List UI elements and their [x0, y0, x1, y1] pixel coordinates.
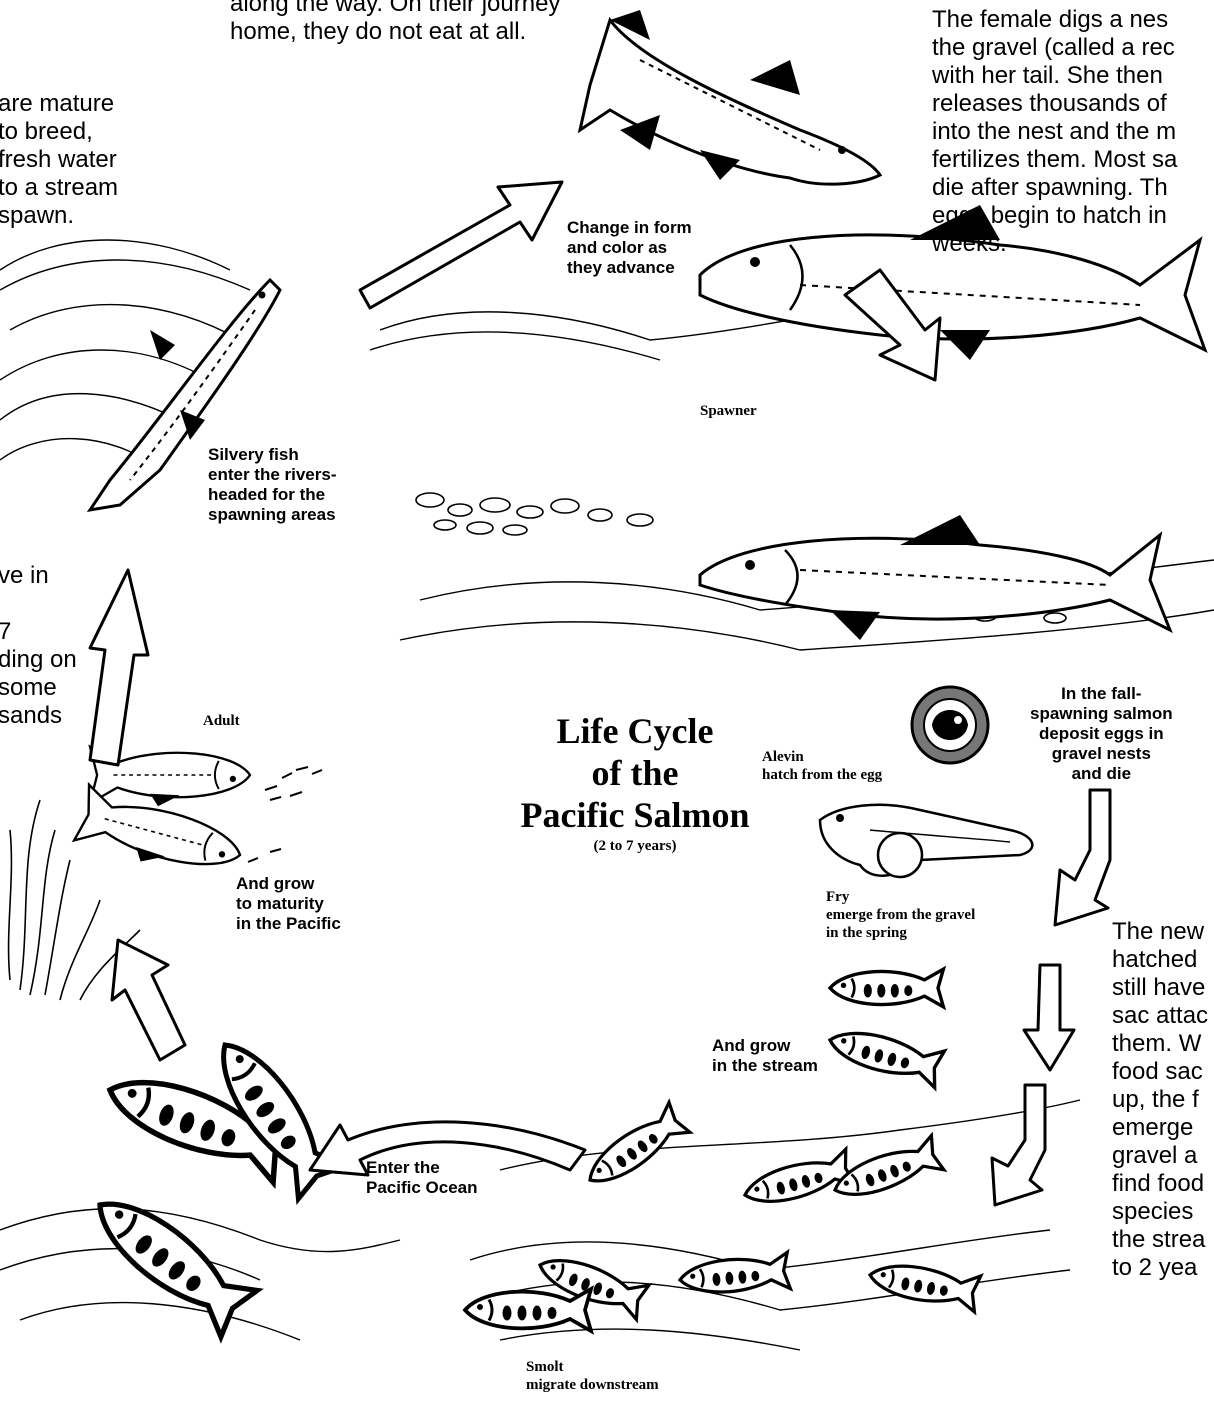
stage-label-enter-ocean: Enter the Pacific Ocean — [366, 1158, 478, 1198]
stage-label-smolt: Smolt migrate downstream — [526, 1358, 659, 1394]
label-line: Smolt — [526, 1359, 564, 1375]
narrative-line: are mature — [0, 90, 114, 117]
narrative-line: the gravel (called a rec — [932, 34, 1175, 61]
narrative-line: still have — [1112, 974, 1205, 1001]
narrative-top-right: The female digs a nes the gravel (called… — [932, 6, 1177, 258]
stage-label-spawner: Spawner — [700, 402, 757, 420]
narrative-line: them. W — [1112, 1030, 1201, 1057]
label-line: spawning areas — [208, 505, 336, 524]
narrative-line: ve in — [0, 562, 49, 589]
stage-label-change-form: Change in form and color as they advance — [567, 218, 692, 278]
label-line: hatch from the egg — [762, 767, 882, 783]
narrative-line: some — [0, 674, 57, 701]
narrative-line: the strea — [1112, 1226, 1205, 1253]
narrative-line: ding on — [0, 646, 77, 673]
narrative-line: up, the f — [1112, 1086, 1199, 1113]
label-line: and color as — [567, 238, 667, 257]
narrative-line: to a stream — [0, 174, 118, 201]
label-line: and die — [1072, 764, 1132, 783]
label-line: migrate downstream — [526, 1377, 659, 1393]
label-line: Pacific Ocean — [366, 1178, 478, 1197]
narrative-line: along the way. On their journey — [230, 0, 560, 17]
narrative-line: home, they do not eat at all. — [230, 18, 526, 45]
narrative-line: food sac — [1112, 1058, 1203, 1085]
narrative-bottom-right: The new hatched still have sac attac the… — [1112, 918, 1208, 1282]
stage-label-fall-spawning: In the fall- spawning salmon deposit egg… — [1030, 684, 1173, 784]
narrative-line: spawn. — [0, 202, 74, 229]
narrative-line: to 2 yea — [1112, 1254, 1197, 1281]
label-line: to maturity — [236, 894, 324, 913]
label-line: In the fall- — [1061, 684, 1141, 703]
stage-label-adult: Adult — [203, 712, 240, 730]
narrative-line: 7 — [0, 618, 11, 645]
title-line: Life Cycle — [557, 711, 714, 751]
narrative-line: species — [1112, 1198, 1193, 1225]
stage-label-grow-pacific: And grow to maturity in the Pacific — [236, 874, 341, 934]
stage-label-silvery-fish: Silvery fish enter the rivers- headed fo… — [208, 445, 337, 525]
diagram-title: Life Cycle of the Pacific Salmon — [470, 710, 800, 836]
narrative-line: hatched — [1112, 946, 1197, 973]
diagram-duration: (2 to 7 years) — [470, 837, 800, 855]
narrative-line: weeks. — [932, 230, 1007, 257]
label-line: And grow — [712, 1036, 790, 1055]
title-line: of the — [592, 753, 679, 793]
narrative-line: gravel a — [1112, 1142, 1197, 1169]
label-line: Fry — [826, 889, 849, 905]
label-line: Alevin — [762, 749, 804, 765]
stage-label-alevin: Alevin hatch from the egg — [762, 748, 882, 784]
label-line: in the spring — [826, 925, 907, 941]
narrative-line: sands — [0, 702, 62, 729]
narrative-line: fresh water — [0, 146, 117, 173]
label-line: Silvery fish — [208, 445, 299, 464]
label-line: headed for the — [208, 485, 325, 504]
narrative-line: with her tail. She then — [932, 62, 1163, 89]
narrative-line: die after spawning. Th — [932, 174, 1168, 201]
label-line: Enter the — [366, 1158, 440, 1177]
label-line: in the Pacific — [236, 914, 341, 933]
label-line: they advance — [567, 258, 675, 277]
narrative-line: find food — [1112, 1170, 1204, 1197]
title-line: Pacific Salmon — [521, 795, 750, 835]
stage-label-fry: Fry emerge from the gravel in the spring — [826, 888, 975, 942]
stage-label-grow-stream: And grow in the stream — [712, 1036, 818, 1076]
narrative-line: to breed, — [0, 118, 93, 145]
label-line: gravel nests — [1052, 744, 1151, 763]
label-line: And grow — [236, 874, 314, 893]
label-line: in the stream — [712, 1056, 818, 1075]
narrative-mid-left: ve in 7 ding on some sands — [0, 562, 77, 730]
narrative-line: into the nest and the m — [932, 118, 1176, 145]
narrative-line: The new — [1112, 918, 1204, 945]
label-line: emerge from the gravel — [826, 907, 975, 923]
label-line: deposit eggs in — [1039, 724, 1164, 743]
narrative-line: The female digs a nes — [932, 6, 1168, 33]
label-line: enter the rivers- — [208, 465, 337, 484]
label-line: spawning salmon — [1030, 704, 1173, 723]
narrative-top-left: are mature to breed, fresh water to a st… — [0, 90, 118, 230]
label-line: Change in form — [567, 218, 692, 237]
narrative-line: fertilizes them. Most sa — [932, 146, 1177, 173]
narrative-line: emerge — [1112, 1114, 1193, 1141]
narrative-top-center: along the way. On their journey home, th… — [230, 0, 560, 46]
narrative-line: sac attac — [1112, 1002, 1208, 1029]
narrative-line: releases thousands of — [932, 90, 1167, 117]
narrative-line: eggs begin to hatch in — [932, 202, 1167, 229]
